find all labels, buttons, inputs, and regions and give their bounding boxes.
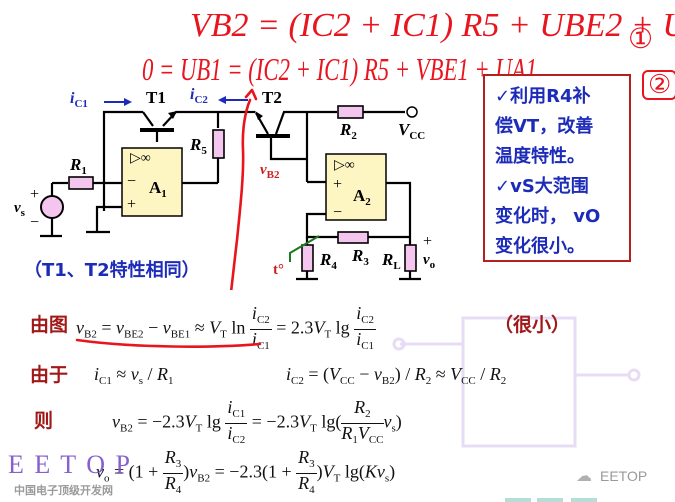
eetop-logo: E E T O P (8, 450, 132, 479)
r2-label: R2 (340, 120, 357, 142)
row1-label: 由图 (30, 314, 69, 336)
a2-minus: − (333, 204, 343, 221)
vcc-label: VCC (398, 120, 426, 142)
a1-label: A1 (149, 178, 167, 200)
svg-text:①: ① (628, 24, 653, 55)
rl-label: RL (382, 250, 401, 272)
wechat-watermark: EETOP (600, 468, 648, 484)
t2-label: T2 (262, 88, 282, 107)
red-underline (75, 338, 262, 348)
temp-label: t° (273, 262, 284, 278)
svg-text:VB2 = (IC2 + IC1) R5 + UBE2 +: VB2 = (IC2 + IC1) R5 + UBE2 + UA1 (190, 7, 675, 44)
t1-label: T1 (146, 88, 166, 107)
row3-label: 则 (34, 410, 54, 432)
note-line-4: ✓vS大范围 (495, 176, 589, 197)
a1-opamp-symbol: ▷∞ (130, 151, 151, 166)
a2-opamp-symbol: ▷∞ (334, 158, 355, 173)
note-line-5: 变化时， vO (495, 206, 601, 227)
vo-plus: + (423, 233, 433, 250)
r1-resistor (68, 176, 94, 190)
vo-label: vo (423, 252, 436, 271)
r1-label: R1 (70, 155, 87, 177)
wechat-icon: ☁ (576, 468, 592, 485)
vs-minus: − (30, 214, 40, 231)
row2-formula-a: iC1 ≈ vs / R1 (94, 364, 174, 387)
a1-minus: − (127, 173, 137, 190)
r3-resistor (337, 231, 369, 244)
row2-formula-b: iC2 = (VCC − vB2) / R2 ≈ VCC / R2 (286, 364, 507, 387)
ic1-label: iC1 (70, 90, 88, 110)
vs-plus: + (30, 186, 40, 203)
r5-label: R5 (190, 135, 207, 157)
rl-resistor (404, 244, 417, 272)
ic2-label: iC2 (190, 86, 208, 106)
r4-resistor (301, 244, 314, 272)
row1-suffix: （很小） (494, 314, 571, 336)
vs-label: vs (14, 200, 25, 219)
eetop-subtitle: 中国电子顶级开发网 (14, 484, 113, 497)
a2-plus: + (333, 176, 343, 193)
svg-text:0 = UB1 = (IC2 + IC1) R5 + VBE: 0 = UB1 = (IC2 + IC1) R5 + VBE1 + UA1 (142, 51, 537, 87)
r4-label: R4 (320, 250, 337, 272)
eq2-marker: ② (642, 70, 675, 100)
vb2-label: vB2 (260, 162, 280, 181)
handwritten-equations: VB2 = (IC2 + IC1) R5 + UBE2 + UA1 ① 0 = … (142, 7, 675, 87)
note-line-1: ✓利用R4补 (495, 86, 591, 107)
same-characteristics-note: （T1、T2特性相同） (24, 260, 200, 281)
notes-box: ✓利用R4补 偿VT，改善 温度特性。 ✓vS大范围 变化时， vO 变化很小。 (483, 74, 631, 262)
note-line-6: 变化很小。 (495, 236, 585, 257)
a2-label: A2 (353, 186, 371, 208)
row2-label: 由于 (30, 364, 69, 386)
note-line-3: 温度特性。 (495, 146, 585, 167)
r5-resistor (212, 129, 225, 159)
circuit-diagram (40, 88, 421, 290)
r3-label: R3 (352, 246, 369, 268)
a1-plus: + (127, 196, 137, 213)
r2-resistor (337, 105, 364, 119)
note-line-2: 偿VT，改善 (495, 116, 594, 137)
